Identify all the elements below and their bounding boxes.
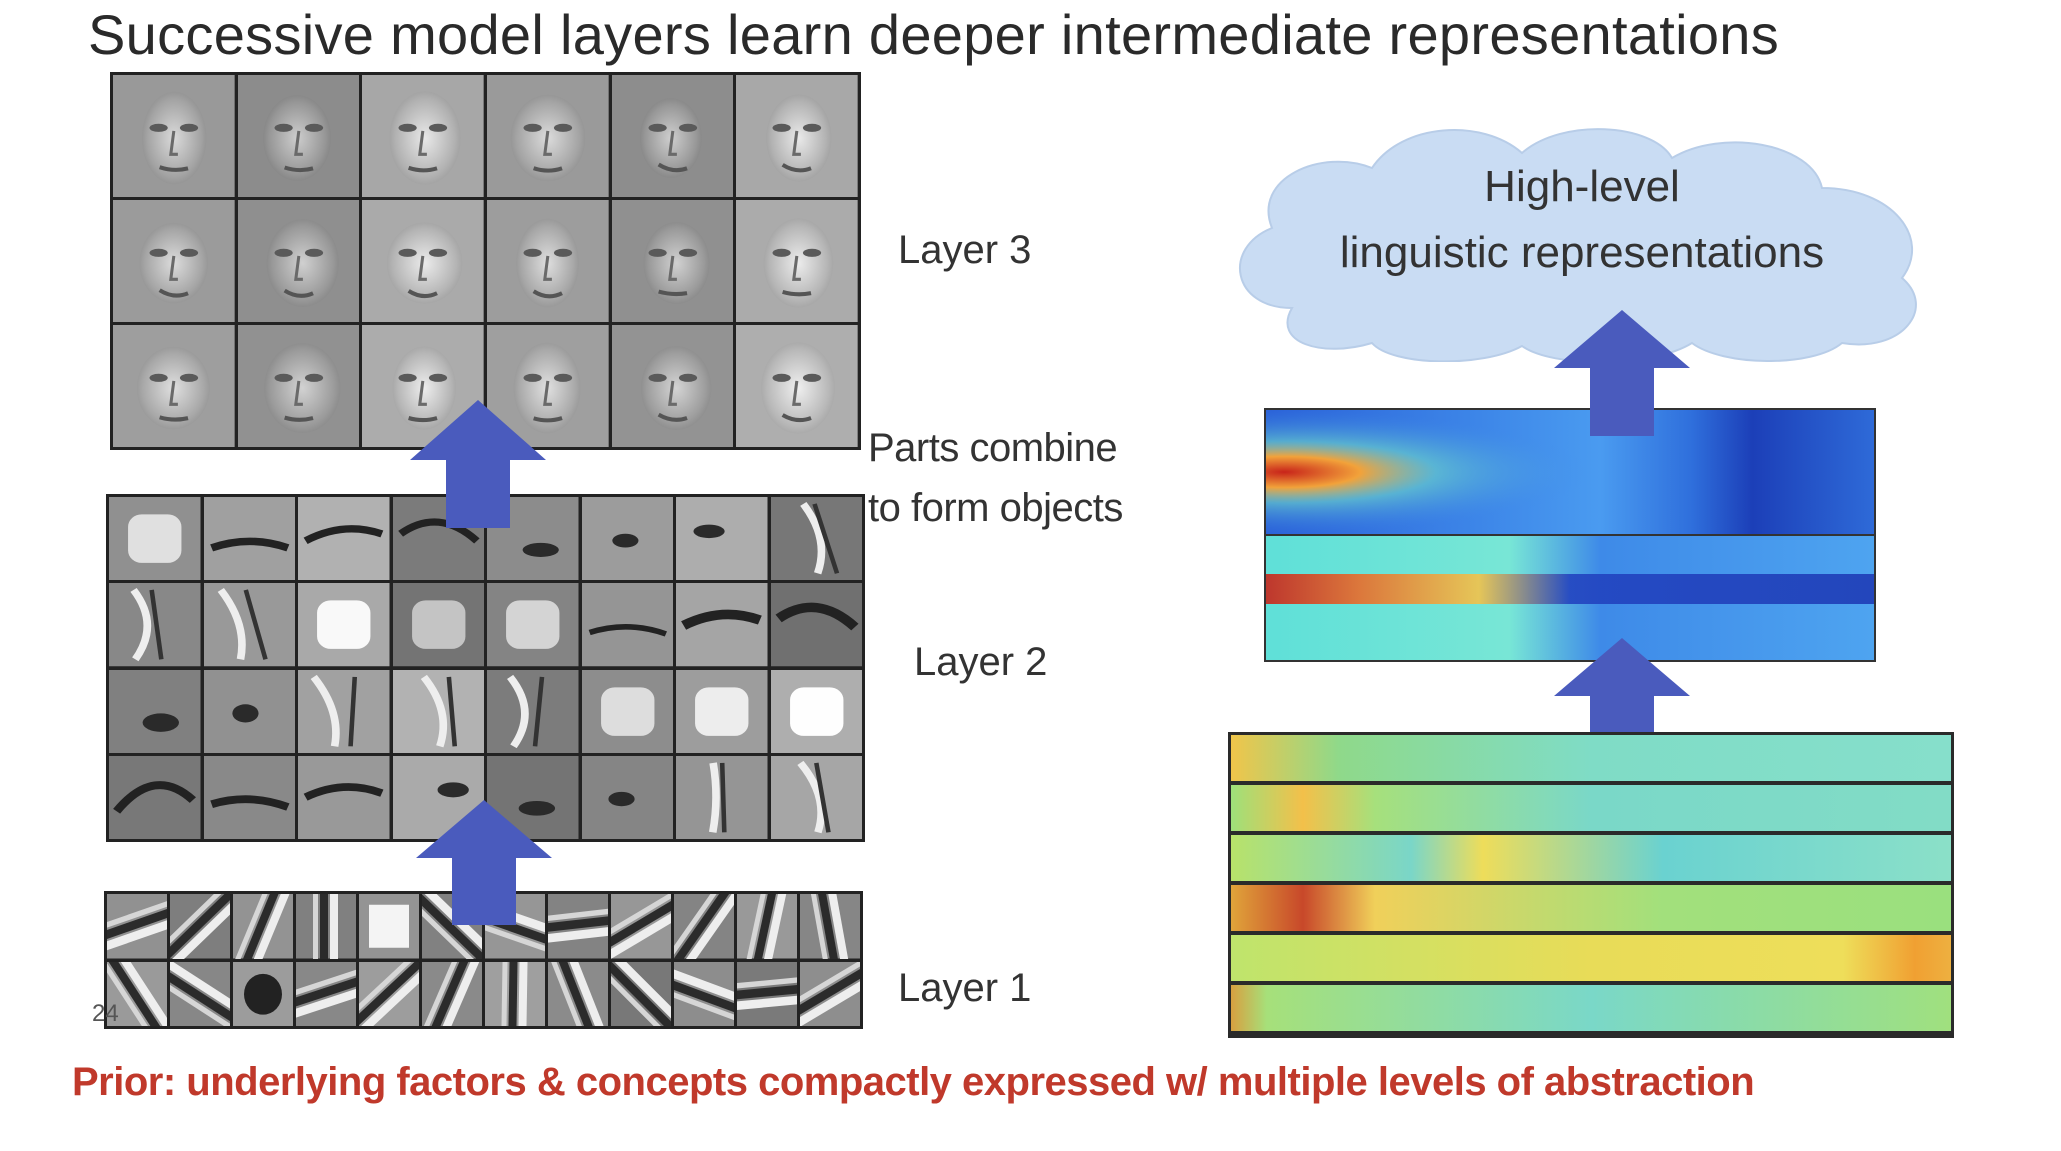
feature-tile xyxy=(676,583,768,666)
feature-tile xyxy=(393,670,485,753)
feature-tile xyxy=(674,962,734,1027)
feature-tile xyxy=(170,962,230,1027)
feature-tile xyxy=(674,894,734,959)
feature-tile xyxy=(109,583,201,666)
feature-tile xyxy=(109,497,201,580)
feature-tile xyxy=(109,670,201,753)
feature-tile xyxy=(298,756,390,839)
feature-tile xyxy=(113,75,235,197)
feature-tile xyxy=(296,962,356,1027)
feature-tile xyxy=(487,583,579,666)
layer2-feature-grid xyxy=(106,494,865,842)
feature-tile xyxy=(737,894,797,959)
feature-tile xyxy=(113,200,235,322)
feature-tile xyxy=(548,962,608,1027)
feature-tile xyxy=(612,75,734,197)
feature-tile xyxy=(771,497,863,580)
feature-tile xyxy=(676,497,768,580)
feature-tile xyxy=(487,670,579,753)
layer1-label: Layer 1 xyxy=(898,966,1031,1011)
up-arrow-icon xyxy=(410,400,546,528)
feature-tile xyxy=(204,670,296,753)
feature-tile xyxy=(204,756,296,839)
feature-tile xyxy=(771,583,863,666)
feature-tile xyxy=(736,325,858,447)
feature-tile xyxy=(582,497,674,580)
feature-tile xyxy=(298,583,390,666)
feature-tile xyxy=(296,894,356,959)
feature-tile xyxy=(359,894,419,959)
feature-tile xyxy=(582,756,674,839)
feature-tile xyxy=(736,75,858,197)
feature-tile xyxy=(548,894,608,959)
feature-tile xyxy=(233,894,293,959)
feature-tile xyxy=(422,962,482,1027)
feature-tile xyxy=(611,962,671,1027)
feature-tile xyxy=(485,962,545,1027)
feature-tile xyxy=(113,325,235,447)
feature-tile xyxy=(109,756,201,839)
feature-tile xyxy=(612,325,734,447)
caption: Prior: underlying factors & concepts com… xyxy=(72,1060,1754,1105)
feature-tile xyxy=(582,670,674,753)
feature-tile xyxy=(393,583,485,666)
feature-tile xyxy=(107,894,167,959)
feature-tile xyxy=(298,670,390,753)
feature-tile xyxy=(771,756,863,839)
feature-tile xyxy=(800,894,860,959)
feature-tile xyxy=(487,75,609,197)
feature-tile xyxy=(204,497,296,580)
layer3-feature-grid xyxy=(110,72,861,450)
feature-tile xyxy=(676,756,768,839)
cloud-label-line2: linguistic representations xyxy=(1222,220,1942,286)
parts-label-line2: to form objects xyxy=(868,478,1123,538)
feature-tile xyxy=(582,583,674,666)
up-arrow-icon xyxy=(416,800,552,925)
feature-tile xyxy=(238,75,360,197)
feature-tile xyxy=(800,962,860,1027)
feature-tile xyxy=(487,200,609,322)
feature-tile xyxy=(238,200,360,322)
up-arrow-icon xyxy=(1554,310,1690,436)
feature-tile xyxy=(298,497,390,580)
feature-tile xyxy=(362,75,484,197)
parts-combine-label: Parts combine to form objects xyxy=(868,418,1123,538)
parts-label-line1: Parts combine xyxy=(868,418,1123,478)
feature-tile xyxy=(612,200,734,322)
feature-tile xyxy=(736,200,858,322)
feature-tile xyxy=(238,325,360,447)
cloud-label-line1: High-level xyxy=(1222,154,1942,220)
feature-tile xyxy=(233,962,293,1027)
feature-tile xyxy=(611,894,671,959)
feature-tile xyxy=(362,200,484,322)
layer2-label: Layer 2 xyxy=(914,640,1047,685)
feature-tile xyxy=(204,583,296,666)
heatmap-bottom-stack xyxy=(1228,732,1954,1038)
layer3-label: Layer 3 xyxy=(898,228,1031,273)
feature-tile xyxy=(676,670,768,753)
feature-tile xyxy=(771,670,863,753)
page-number: 24 xyxy=(92,1000,119,1028)
feature-tile xyxy=(737,962,797,1027)
feature-tile xyxy=(170,894,230,959)
slide-title: Successive model layers learn deeper int… xyxy=(88,2,1779,67)
feature-tile xyxy=(359,962,419,1027)
